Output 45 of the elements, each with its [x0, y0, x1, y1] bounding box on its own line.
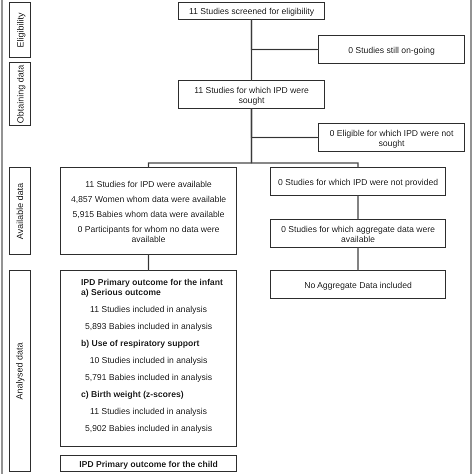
flow-box: [270, 270, 446, 299]
section-heading: a) Serious outcome: [80, 287, 162, 297]
box-text: 5,791 Babies included in analysis: [84, 372, 214, 382]
box-text: 11 Studies for IPD were available: [84, 178, 213, 188]
stage-box: [9, 2, 31, 58]
stage-label: Obtaining data: [15, 64, 25, 126]
flow-box: [318, 35, 465, 64]
connector-line: [250, 109, 359, 167]
box-text: 5,893 Babies included in analysis: [84, 321, 214, 331]
box-text: 11 Studies included in analysis: [89, 304, 208, 314]
box-text: 0 Studies for which aggregate data were available: [280, 224, 436, 244]
section-heading: b) Use of respiratory support: [80, 338, 200, 348]
flow-box: [270, 167, 446, 196]
box-text: 10 Studies included in analysis: [88, 355, 208, 365]
stage-label: Available data: [15, 182, 25, 242]
section-heading: c) Birth weight (z-scores): [80, 389, 185, 399]
box-text: 5,915 Babies whom data were available: [72, 208, 226, 218]
box-text: 0 Participants for whom no data were available: [76, 224, 220, 244]
stage-box: [9, 270, 31, 472]
section-heading: IPD Primary outcome for the child: [78, 458, 219, 468]
stage-box: [9, 167, 31, 255]
box-text: 0 Studies still on-going: [347, 44, 436, 54]
flow-box: [60, 270, 237, 447]
stage-label: Eligibility: [15, 12, 25, 50]
stage-box: [9, 62, 31, 126]
box-text: 5,902 Babies included in analysis: [84, 423, 214, 433]
box-text: 0 Eligible for which IPD were not sought: [328, 128, 454, 148]
flow-box: [178, 2, 325, 20]
flow-box: [270, 219, 446, 248]
connector-line: [357, 248, 359, 270]
flow-box: [318, 123, 465, 152]
stage-label: Analysed data: [15, 341, 25, 402]
flow-box: [178, 80, 325, 109]
box-text: 4,857 Women whom data were available: [70, 194, 228, 204]
connector-line: [250, 20, 252, 80]
flow-box: [60, 455, 237, 472]
connector-line: [148, 255, 150, 270]
flow-box: [60, 167, 237, 255]
box-text: 11 Studies screened for eligibility: [188, 6, 315, 16]
connector-line: [357, 196, 359, 219]
section-heading: IPD Primary outcome for the infant: [80, 277, 224, 287]
box-text: 11 Studies for which IPD were sought: [193, 84, 310, 104]
box-text: 11 Studies included in analysis: [89, 406, 208, 416]
box-text: No Aggregate Data included: [303, 280, 413, 290]
box-text: 0 Studies for which IPD were not provided: [276, 176, 440, 186]
